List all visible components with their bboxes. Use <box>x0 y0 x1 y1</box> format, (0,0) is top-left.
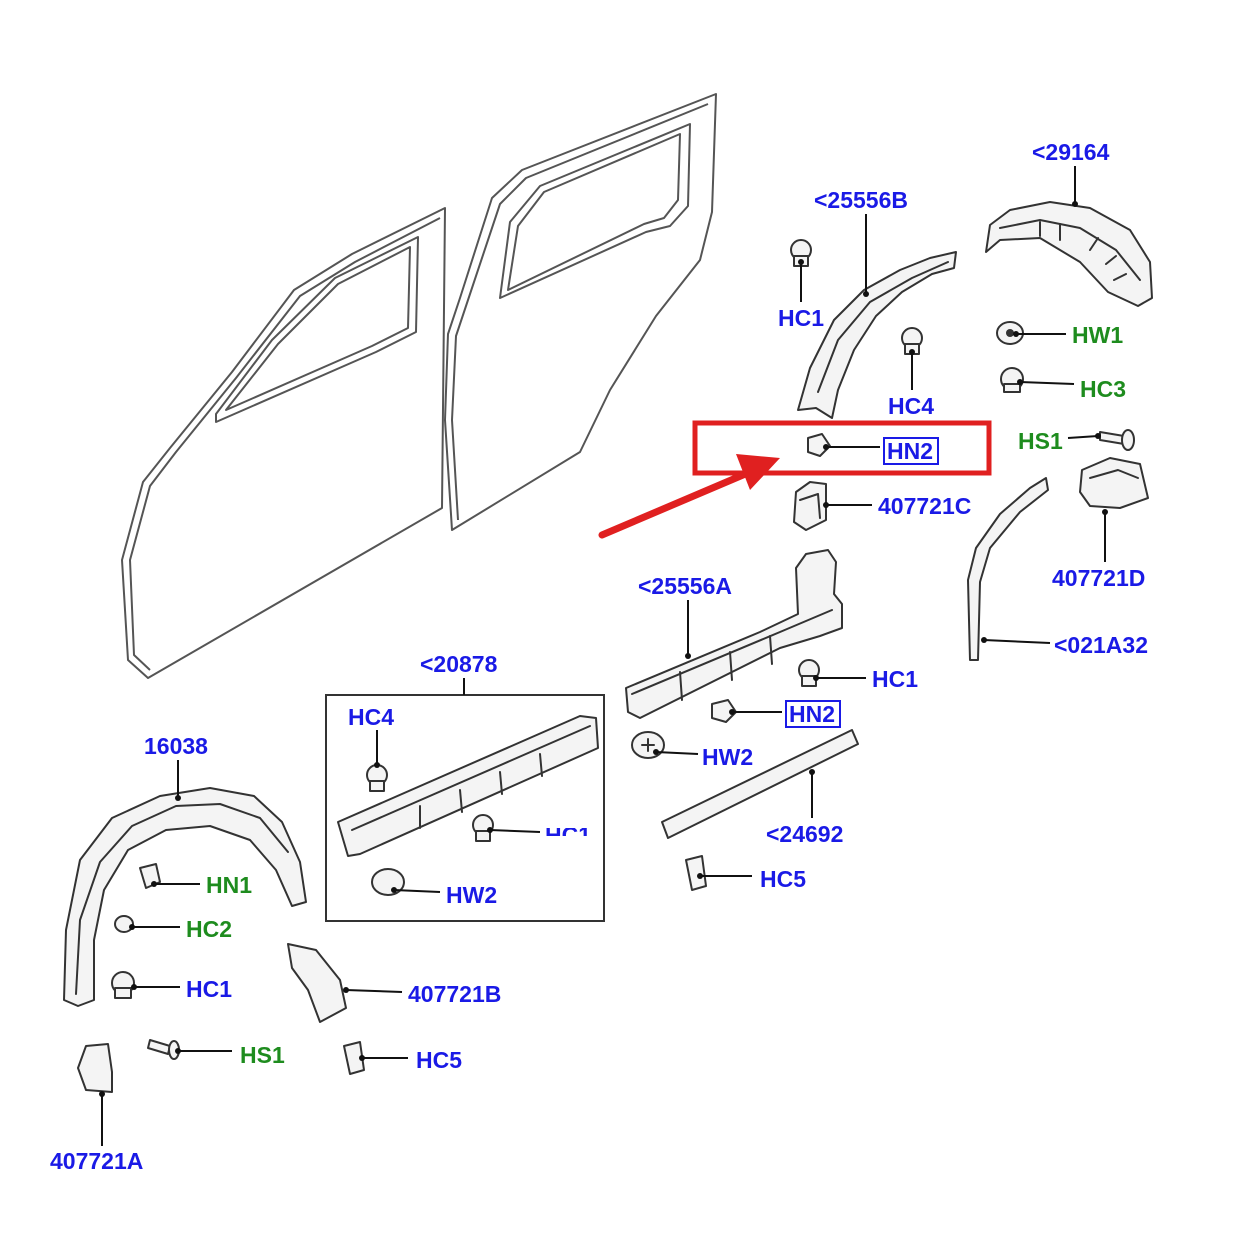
label-hc5-mid: HC5 <box>760 866 806 892</box>
leader-lines <box>99 166 1108 1146</box>
sill-trim-upper <box>625 549 843 719</box>
label-hw2-box: HW2 <box>446 882 497 908</box>
screw-hs1-right <box>1099 429 1135 451</box>
label-hc3: HC3 <box>1080 376 1126 402</box>
clip-hc1-mid <box>798 659 820 687</box>
clip-hc5-left <box>343 1041 365 1075</box>
label-16038: 16038 <box>144 733 208 759</box>
label-hc4-top: HC4 <box>888 393 934 419</box>
kit-box-20878 <box>325 694 605 922</box>
label-25556B: <25556B <box>814 187 908 213</box>
label-hs1-right: HS1 <box>1018 428 1063 454</box>
arch-trim-upper <box>797 251 957 419</box>
label-hc1-box: HC1 <box>545 822 591 848</box>
label-hc4-box: HC4 <box>348 704 394 730</box>
label-20878: <20878 <box>420 651 498 677</box>
label-hc1-left: HC1 <box>186 976 232 1002</box>
seal-021A32 <box>967 477 1049 661</box>
clip-hc3 <box>1000 367 1024 393</box>
flap-407721A <box>77 1043 113 1093</box>
label-hc1-mid: HC1 <box>872 666 918 692</box>
label-hc2: HC2 <box>186 916 232 942</box>
moulding-24692 <box>661 729 859 839</box>
label-407721D: 407721D <box>1052 565 1145 591</box>
washer-hw2-mid <box>631 731 665 759</box>
screw-hs1-left <box>147 1039 180 1060</box>
flap-407721D <box>1079 457 1149 509</box>
flap-407721B <box>287 943 347 1023</box>
label-hs1-left: HS1 <box>240 1042 285 1068</box>
label-hn2-top: HN2 <box>887 438 933 464</box>
label-hn1: HN1 <box>206 872 252 898</box>
label-407721B: 407721B <box>408 981 501 1007</box>
flap-407721C <box>793 481 827 531</box>
label-407721C: 407721C <box>878 493 971 519</box>
label-25556A: <25556A <box>638 573 732 599</box>
label-hw1: HW1 <box>1072 322 1123 348</box>
nut-hn2-mid <box>711 699 737 723</box>
rear-door-outline <box>444 93 717 531</box>
label-hn2-mid: HN2 <box>789 701 835 727</box>
label-24692: <24692 <box>766 821 843 847</box>
front-door-outline <box>121 207 446 679</box>
clip-hc1-left <box>111 971 135 999</box>
label-hc5-left: HC5 <box>416 1047 462 1073</box>
label-hw2-mid: HW2 <box>702 744 753 770</box>
hn2-mid-frame <box>785 700 841 728</box>
label-407721A: 407721A <box>50 1148 143 1174</box>
arrow-icon <box>598 454 780 539</box>
label-021A32: <021A32 <box>1054 632 1148 658</box>
hn2-top-frame <box>883 437 939 465</box>
highlight-box <box>692 420 992 476</box>
wheel-arch-front <box>63 787 307 1007</box>
label-hc1-top: HC1 <box>778 305 824 331</box>
clip-hc5-mid <box>685 855 707 891</box>
label-29164: <29164 <box>1032 139 1110 165</box>
wheel-arch-rear <box>985 201 1153 307</box>
clip-hc2 <box>114 915 134 933</box>
nut-hn2-top <box>807 433 831 457</box>
